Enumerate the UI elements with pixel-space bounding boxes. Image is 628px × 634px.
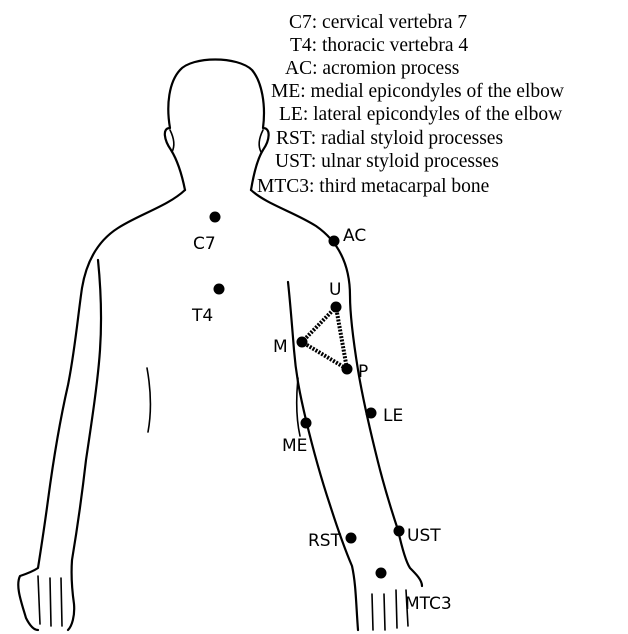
marker-rst [346, 533, 357, 544]
legend-le: LE: lateral epicondyles of the elbow [279, 104, 562, 125]
right-hand-fingers [372, 590, 408, 630]
marker-me [301, 418, 312, 429]
label-t4: T4 [191, 306, 213, 326]
marker-ust [394, 526, 405, 537]
markers [210, 212, 405, 579]
label-ust: UST [407, 526, 441, 546]
legend: C7: cervical vertebra 7 T4: thoracic ver… [257, 12, 564, 197]
label-u: U [329, 280, 341, 300]
marker-c7 [210, 212, 221, 223]
label-c7: C7 [193, 234, 216, 254]
left-arm-inner [68, 260, 101, 630]
marker-mtc3 [376, 568, 387, 579]
legend-ust: UST: ulnar styloid processes [275, 151, 499, 172]
legend-mtc3: MTC3: third metacarpal bone [257, 176, 489, 197]
label-ac: AC [343, 226, 366, 246]
label-m: M [273, 337, 288, 357]
legend-ac: AC: acromion process [285, 58, 459, 79]
label-rst: RST [308, 531, 342, 551]
left-hand-fingers [38, 576, 62, 626]
marker-labels: C7 T4 AC U M P LE ME RST UST MTC3 [191, 226, 452, 614]
head-outline [165, 60, 269, 191]
label-mtc3: MTC3 [405, 594, 452, 614]
marker-m [297, 337, 308, 348]
marker-t4 [214, 284, 225, 295]
label-me: ME [282, 436, 307, 456]
left-armpit-line [147, 368, 151, 432]
right-ear [259, 130, 263, 152]
legend-me: ME: medial epicondyles of the elbow [271, 81, 564, 102]
legend-t4: T4: thoracic vertebra 4 [290, 35, 468, 56]
marker-ac [329, 236, 340, 247]
label-le: LE [383, 406, 403, 426]
left-side-outline [18, 190, 185, 630]
label-p: P [358, 362, 368, 382]
legend-c7: C7: cervical vertebra 7 [289, 12, 467, 33]
right-arm-inner [288, 282, 358, 630]
legend-rst: RST: radial styloid processes [276, 128, 503, 149]
marker-le [366, 408, 377, 419]
arm-triangle [302, 307, 347, 369]
marker-p [342, 364, 353, 375]
marker-u [331, 302, 342, 313]
